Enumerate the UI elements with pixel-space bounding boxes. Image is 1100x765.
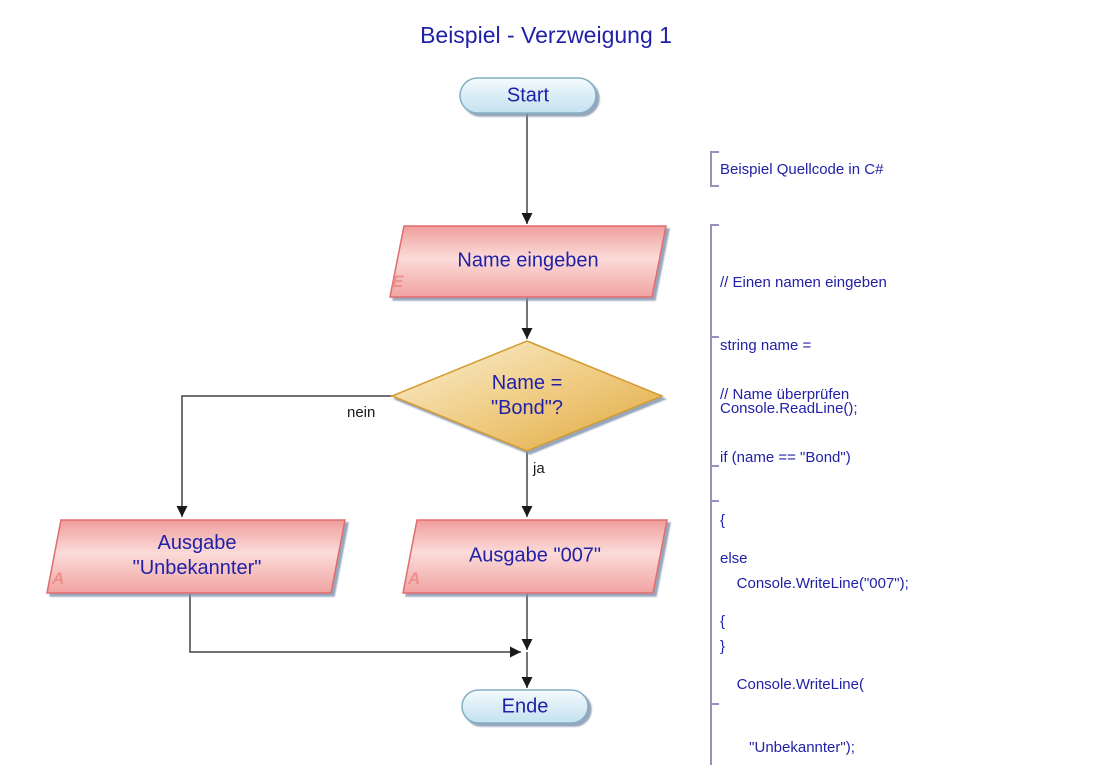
input-name-node-shape (389, 225, 667, 298)
annotation-source-header: Beispiel Quellcode in C# (710, 151, 883, 187)
annotation-line: else (720, 550, 748, 567)
start-node-shape (459, 77, 597, 114)
annotation-line: "Unbekannter"); (720, 739, 855, 756)
annotation-if-code: // Name überprüfen if (name == "Bond") {… (710, 336, 909, 705)
annotation-line: string name = (720, 337, 812, 354)
annotation-else-code: else { Console.WriteLine( "Unbekannter")… (710, 500, 864, 765)
edge-unknown-to-merge (189, 593, 521, 658)
end-node-label: Ende (501, 695, 549, 718)
annotation-line: Console.ReadLine(); (720, 400, 858, 417)
edge-label-ja: ja (533, 460, 545, 477)
input-name-node-label: Name eingeben (457, 249, 599, 272)
annotation-line: if (name == "Bond") (720, 449, 851, 466)
edge-decision-nein (176, 395, 392, 517)
edge-label-nein: nein (347, 404, 376, 421)
decision-label-line2: "Bond"? (490, 397, 564, 419)
diagram-title: Beispiel - Verzweigung 1 (420, 22, 672, 48)
annotation-line: { (720, 613, 726, 630)
start-node-label: Start (506, 84, 550, 107)
output-007-type-letter: A (408, 569, 421, 588)
output-007-node-shape (402, 519, 668, 594)
output-unknown-label-line2: "Unbekannter" (132, 557, 262, 579)
output-unknown-label-line1: Ausgabe (157, 532, 237, 554)
annotation-line: Beispiel Quellcode in C# (720, 160, 884, 178)
annotation-line: Console.WriteLine("007"); (720, 575, 909, 592)
input-type-letter: E (392, 272, 404, 291)
annotation-line: Console.WriteLine( (720, 676, 864, 693)
decision-node-label: Name = "Bond"? (491, 371, 563, 421)
output-unknown-node-label: Ausgabe "Unbekannter" (133, 531, 262, 581)
decision-node-shape (390, 340, 664, 452)
end-node-shape (461, 689, 589, 724)
annotation-line: } (720, 638, 726, 655)
annotation-line: // Name überprüfen (720, 386, 850, 403)
output-007-node-label: Ausgabe "007" (468, 544, 602, 567)
annotation-line: // Einen namen eingeben (720, 274, 887, 291)
annotation-line: { (720, 512, 726, 529)
decision-label-line1: Name = (491, 372, 563, 394)
output-unknown-type-letter: A (52, 569, 65, 588)
output-unknown-node-shape (46, 519, 346, 594)
